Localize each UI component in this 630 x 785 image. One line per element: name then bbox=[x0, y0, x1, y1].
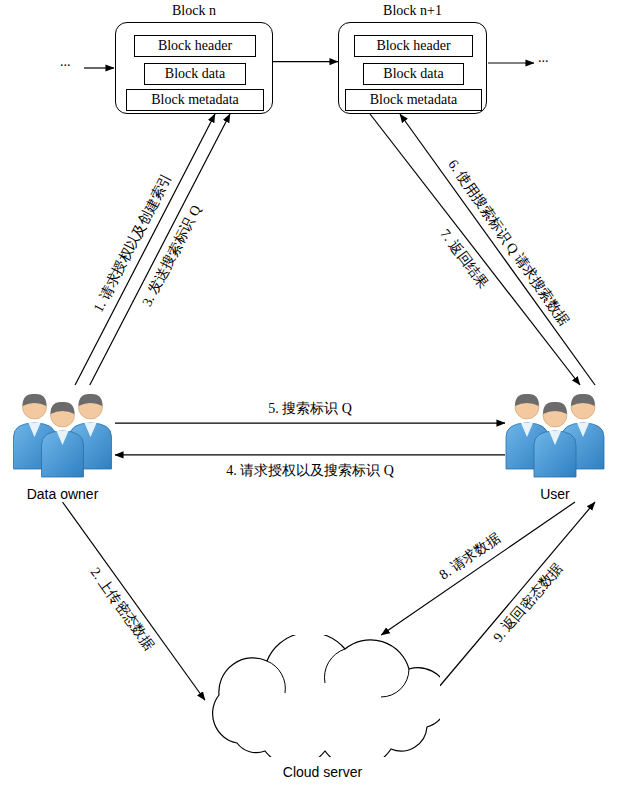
flow-arrow bbox=[273, 61, 338, 62]
step-label: 5. 搜索标识 Q bbox=[268, 401, 352, 417]
node-label: Data owner bbox=[0, 486, 125, 502]
actor-node: User bbox=[505, 385, 605, 502]
block-box: Block n+1Block headerBlock dataBlock met… bbox=[338, 22, 487, 114]
block-field: Block metadata bbox=[126, 89, 264, 111]
flow-arrow bbox=[370, 114, 580, 385]
cloud-shape bbox=[205, 635, 440, 757]
step-label: 7. 返回结果 bbox=[437, 226, 492, 292]
step-label: 6. 使用搜索标识 Q 请求搜索数据 bbox=[444, 157, 571, 329]
people-icon bbox=[10, 385, 115, 480]
step-label: 1. 请求授权以及创建索引 bbox=[91, 171, 176, 315]
field-text: Block data bbox=[165, 66, 225, 82]
people-icon bbox=[505, 385, 605, 480]
node-label: Cloud server bbox=[195, 764, 450, 780]
flow-arrow bbox=[90, 114, 230, 385]
step-label: 9. 返回密态数据 bbox=[490, 560, 565, 645]
step-label: 8. 请求数据 bbox=[437, 531, 504, 584]
block-field: Block data bbox=[144, 63, 246, 85]
block-field: Block metadata bbox=[345, 89, 482, 111]
flow-arrow bbox=[75, 114, 215, 385]
cloud-node: Cloud server bbox=[205, 635, 440, 780]
field-text: Block header bbox=[376, 38, 450, 54]
block-title: Block n bbox=[96, 3, 292, 19]
flow-arrow bbox=[63, 502, 206, 700]
continuation-mark: ... bbox=[538, 50, 549, 66]
block-field: Block header bbox=[354, 35, 473, 57]
block-box: Block nBlock headerBlock dataBlock metad… bbox=[115, 22, 273, 114]
field-text: Block metadata bbox=[151, 92, 238, 108]
block-title: Block n+1 bbox=[319, 3, 506, 19]
flow-arrow bbox=[440, 502, 595, 686]
chain-arrow bbox=[488, 62, 534, 63]
flow-arrow bbox=[115, 454, 505, 455]
flow-arrow bbox=[115, 422, 505, 423]
continuation-mark: ... bbox=[60, 54, 71, 70]
node-label: User bbox=[495, 486, 615, 502]
chain-arrow bbox=[84, 67, 114, 68]
step-label: 2. 上传密态数据 bbox=[87, 565, 158, 654]
block-field: Block data bbox=[363, 63, 464, 85]
field-text: Block header bbox=[158, 38, 232, 54]
field-text: Block metadata bbox=[370, 92, 457, 108]
block-field: Block header bbox=[134, 35, 256, 57]
actor-node: Data owner bbox=[10, 385, 115, 502]
field-text: Block data bbox=[383, 66, 443, 82]
flow-arrow bbox=[400, 114, 595, 385]
step-label: 4. 请求授权以及搜索标识 Q bbox=[226, 463, 394, 479]
